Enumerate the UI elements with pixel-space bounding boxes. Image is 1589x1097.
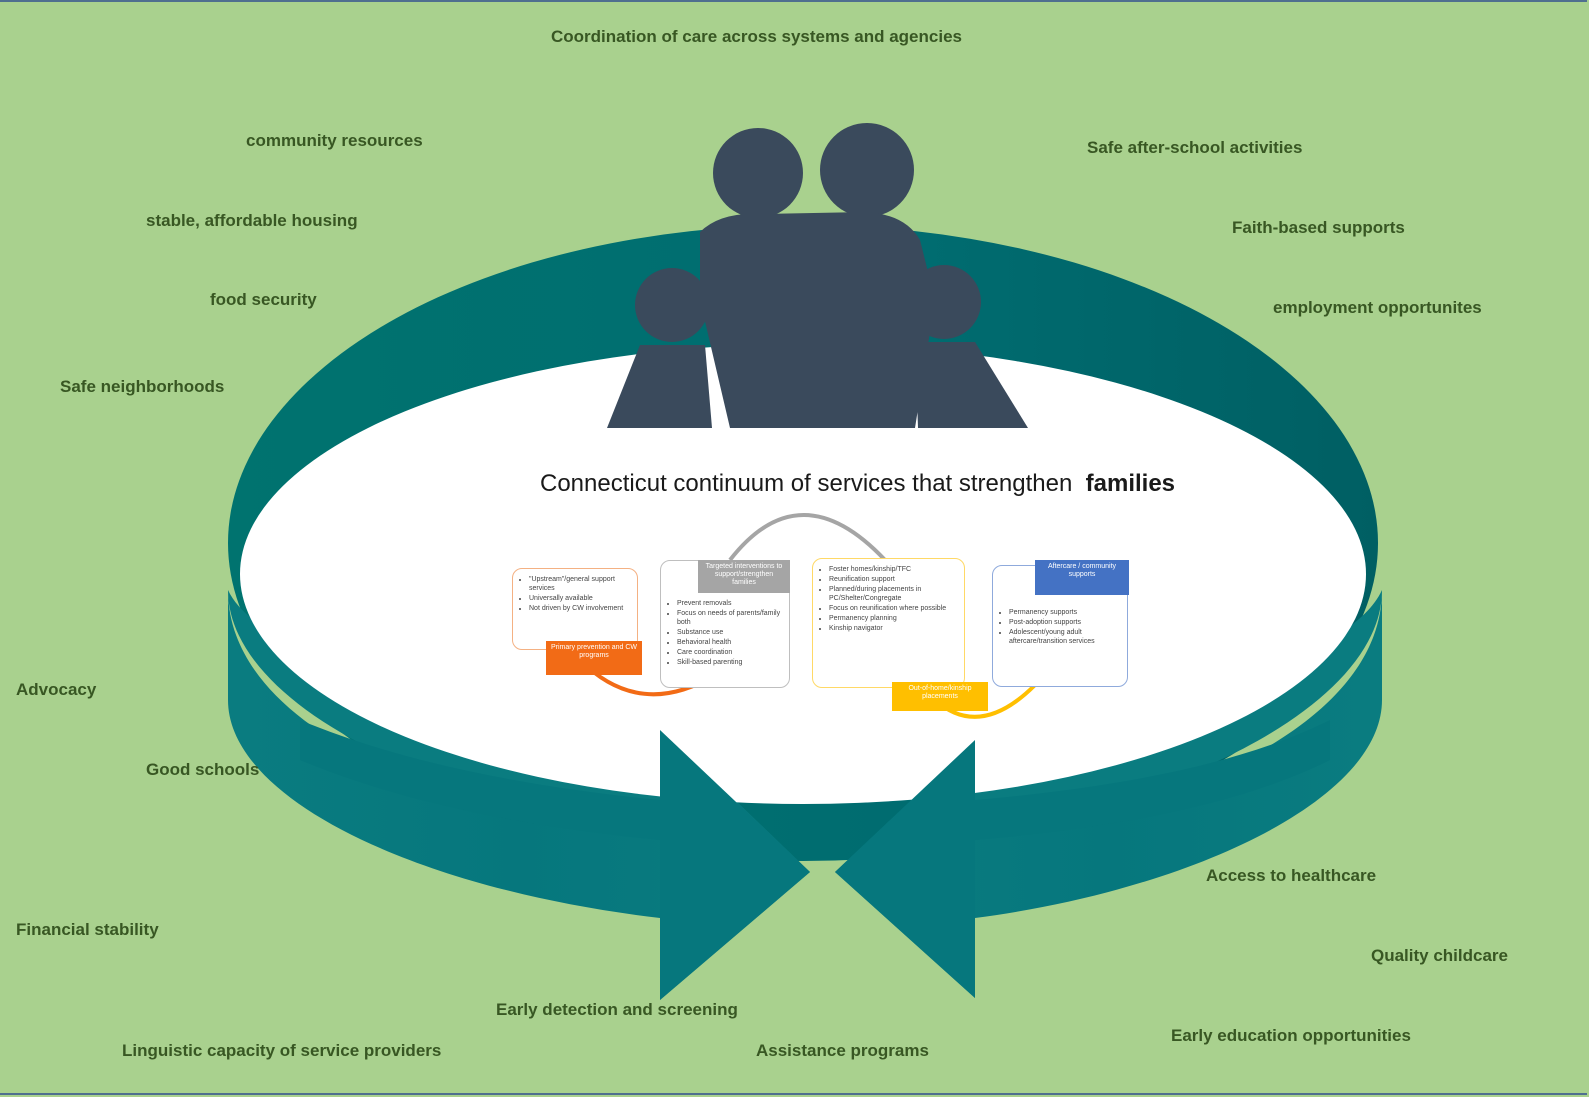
box2-item: Care coordination xyxy=(677,648,783,657)
box1-item: Universally available xyxy=(529,594,631,603)
box2-item: Skill-based parenting xyxy=(677,658,783,667)
label-food-security: food security xyxy=(210,290,317,309)
box2-item: Prevent removals xyxy=(677,599,783,608)
label-employment: employment opportunites xyxy=(1273,298,1482,317)
box1-tag: Primary prevention and CW programs xyxy=(546,641,642,675)
box4-item: Post-adoption supports xyxy=(1009,618,1121,627)
label-linguistic: Linguistic capacity of service providers xyxy=(122,1041,442,1060)
box4-item: Adolescent/young adult aftercare/transit… xyxy=(1009,628,1121,646)
box3-item: Focus on reunification where possible xyxy=(829,604,958,613)
box2-item: Focus on needs of parents/family both xyxy=(677,609,783,627)
box1-item: Not driven by CW involvement xyxy=(529,604,631,613)
title-main: Connecticut continuum of services that s… xyxy=(540,470,1073,497)
label-safe-neighborhoods: Safe neighborhoods xyxy=(60,377,225,396)
box4-item: Permanency supports xyxy=(1009,608,1121,617)
label-faith-based: Faith-based supports xyxy=(1232,218,1405,237)
label-community-resources: community resources xyxy=(246,131,423,150)
box3-tag: Out-of-home/kinship placements xyxy=(892,682,988,711)
label-healthcare: Access to healthcare xyxy=(1206,866,1377,885)
label-early-education: Early education opportunities xyxy=(1171,1026,1411,1045)
box3-item: Foster homes/kinship/TFC xyxy=(829,565,958,574)
box2-item: Substance use xyxy=(677,628,783,637)
label-housing: stable, affordable housing xyxy=(146,211,358,230)
box3-item: Reunification support xyxy=(829,575,958,584)
inner-ellipse xyxy=(240,344,1366,804)
box3-item: Planned/during placements in PC/Shelter/… xyxy=(829,585,958,603)
label-assistance: Assistance programs xyxy=(756,1041,929,1060)
label-coordination: Coordination of care across systems and … xyxy=(551,27,962,46)
label-after-school: Safe after-school activities xyxy=(1087,138,1303,157)
diagram-title: Connecticut continuum of services that s… xyxy=(540,470,1175,498)
label-early-detection: Early detection and screening xyxy=(496,1000,738,1019)
connector-arrow-2 xyxy=(728,513,887,562)
label-financial-stability: Financial stability xyxy=(16,920,159,939)
title-bold: families xyxy=(1085,470,1176,497)
continuum-box-3: Foster homes/kinship/TFC Reunification s… xyxy=(812,558,965,688)
box3-item: Permanency planning xyxy=(829,614,958,623)
box3-item: Kinship navigator xyxy=(829,624,958,633)
label-good-schools: Good schools xyxy=(146,760,260,779)
box4-tag: Aftercare / community supports xyxy=(1035,560,1129,595)
box2-tag: Targeted interventions to support/streng… xyxy=(698,560,790,593)
family-icon xyxy=(607,123,1028,428)
continuum-box-1: "Upstream"/general support services Univ… xyxy=(512,568,638,650)
box2-item: Behavioral health xyxy=(677,638,783,647)
label-childcare: Quality childcare xyxy=(1371,946,1508,965)
label-advocacy: Advocacy xyxy=(16,680,97,699)
box1-item: "Upstream"/general support services xyxy=(529,575,631,593)
